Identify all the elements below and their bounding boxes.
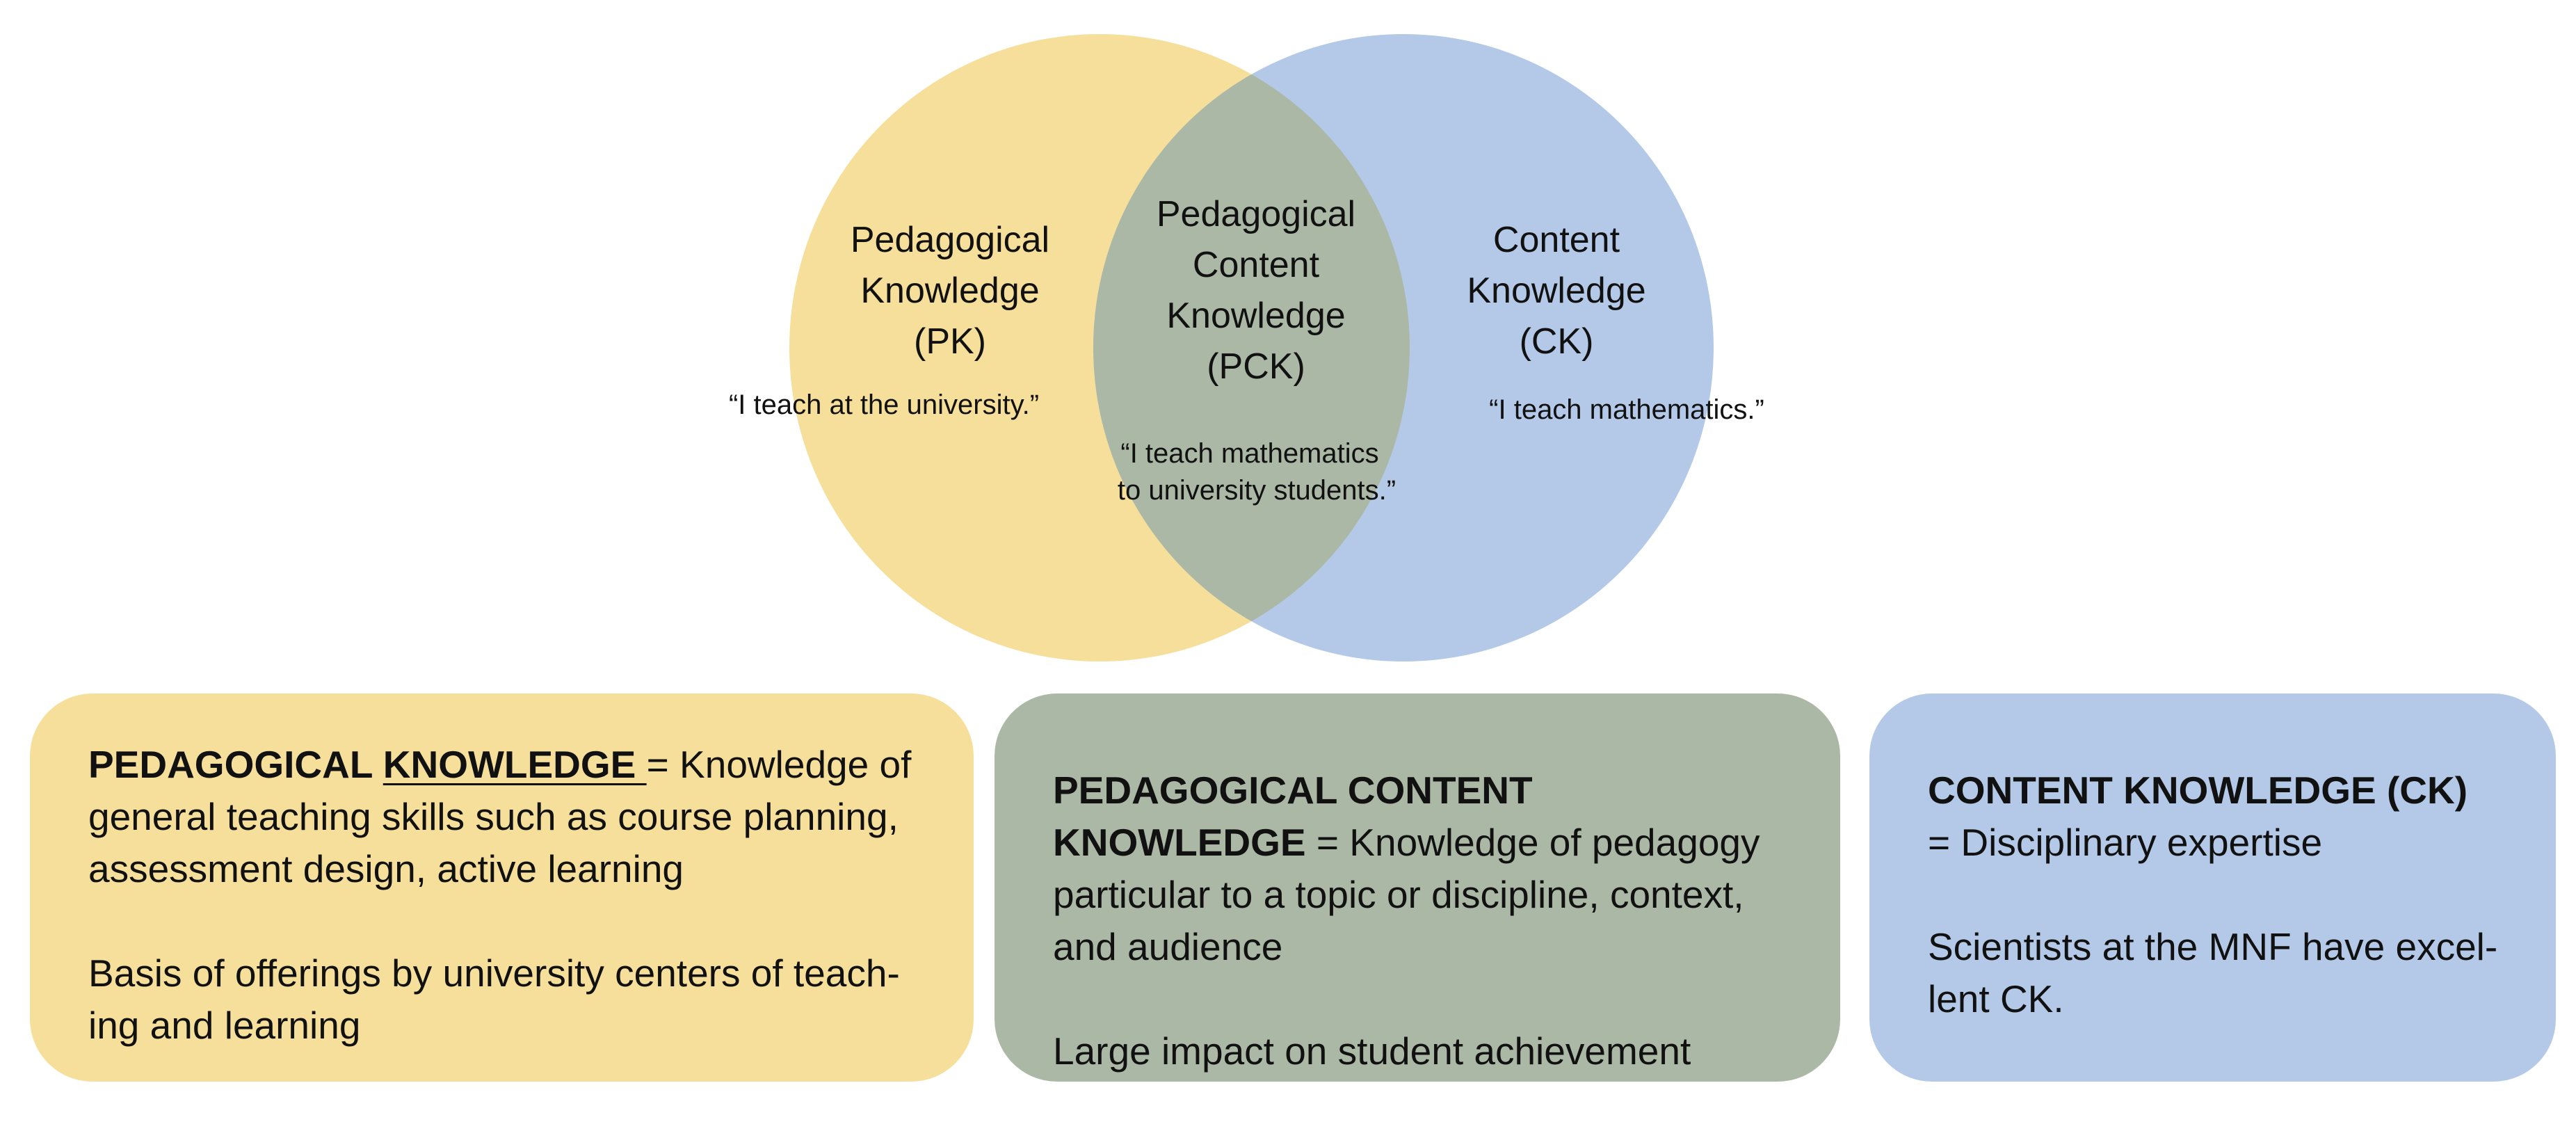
ck-title-line: Content — [1493, 220, 1620, 260]
ck-quote: “I teach mathematics.” — [1489, 394, 1764, 425]
pk-term-part1: PEDAGOGICAL — [88, 743, 383, 786]
ck-definition: CONTENT KNOWLEDGE (CK) = Disciplinary ex… — [1928, 764, 2499, 869]
pck-definition-text: = Knowledge of pedagogy particular to a … — [1053, 821, 1760, 968]
ck-title-line: (CK) — [1520, 321, 1594, 362]
pck-quote-line: to university students.” — [1118, 475, 1396, 506]
pk-title-line: Knowledge — [860, 271, 1039, 311]
pck-note: Large impact on student achievement — [1053, 1029, 1691, 1073]
pck-title-line: Content — [1193, 245, 1320, 285]
pk-definition: PEDAGOGICAL KNOWLEDGE = Knowledge of gen… — [88, 739, 917, 895]
pk-definition-box: PEDAGOGICAL KNOWLEDGE = Knowledge of gen… — [30, 693, 974, 1082]
pk-definition-text: = Knowledge of general teaching skills s… — [88, 743, 912, 890]
ck-definition-box: CONTENT KNOWLEDGE (CK) = Disciplinary ex… — [1869, 693, 2556, 1082]
pck-quote-line: “I teach mathematics — [1120, 438, 1378, 469]
ck-definition-text: = Disciplinary expertise — [1928, 821, 2323, 864]
pck-title: Pedagogical Content Knowledge (PCK) — [1157, 194, 1355, 387]
pk-term-part2: KNOWLEDGE — [383, 743, 647, 786]
pck-title-line: Knowledge — [1166, 296, 1345, 336]
pck-overlap — [1093, 34, 1410, 661]
pck-title-line: (PCK) — [1207, 346, 1305, 387]
pck-quote: “I teach mathematics to university stude… — [1118, 438, 1396, 506]
pk-title: Pedagogical Knowledge (PK) — [851, 220, 1049, 362]
pck-title-line: Pedagogical — [1157, 194, 1355, 234]
spacer — [88, 895, 917, 947]
pck-definition-box: PEDAGOGICAL CONTENT KNOWLEDGE = Knowledg… — [995, 693, 1840, 1082]
pk-title-line: Pedagogical — [851, 220, 1049, 260]
spacer — [1928, 869, 2499, 921]
spacer — [1053, 973, 1783, 1025]
ck-title-line: Knowledge — [1467, 271, 1645, 311]
ck-note: Scientists at the MNF have excel-lent CK… — [1928, 925, 2498, 1020]
pk-note: Basis of offerings by university centers… — [88, 952, 900, 1047]
pk-quote: “I teach at the university.” — [729, 390, 1039, 420]
ck-term: CONTENT KNOWLEDGE (CK) — [1928, 769, 2468, 812]
pck-term: PEDAGOGICAL CONTENT KNOWLEDGE — [1053, 769, 1533, 864]
venn-diagram: Pedagogical Knowledge (PK) “I teach at t… — [729, 34, 1764, 661]
ck-title: Content Knowledge (CK) — [1467, 220, 1645, 362]
pk-title-line: (PK) — [914, 321, 986, 362]
pck-definition: PEDAGOGICAL CONTENT KNOWLEDGE = Knowledg… — [1053, 764, 1783, 973]
